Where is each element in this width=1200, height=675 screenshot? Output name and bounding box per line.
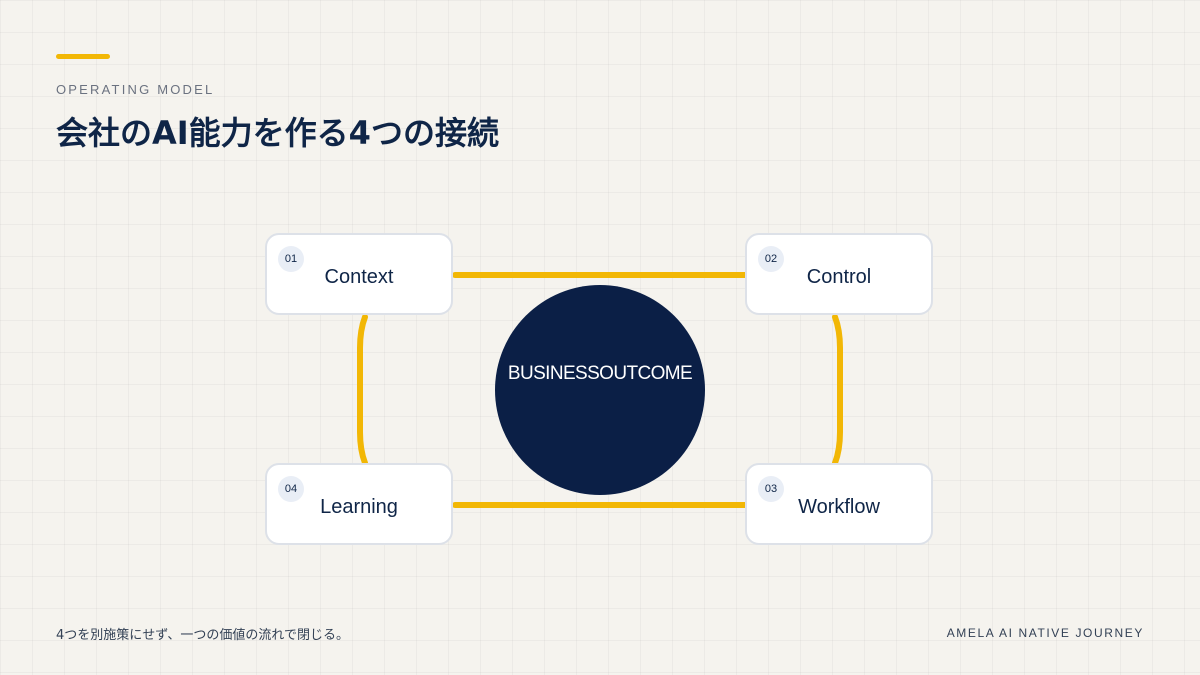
node-label: Context xyxy=(324,266,394,288)
node-label: Workflow xyxy=(798,496,880,518)
center-circle: BUSINESSOUTCOME xyxy=(495,285,705,495)
node-number-badge: 03 xyxy=(758,476,784,502)
node-control: 02 Control xyxy=(745,233,933,315)
node-context: 01 Context xyxy=(265,233,453,315)
center-label: BUSINESSOUTCOME xyxy=(507,363,693,384)
node-number-badge: 01 xyxy=(278,246,304,272)
connector-control-workflow xyxy=(832,314,843,466)
node-learning: 04 Learning xyxy=(265,463,453,545)
page-title: 会社のAI能力を作る4つの接続 xyxy=(56,114,499,152)
footer-note: 4つを別施策にせず、一つの価値の流れで閉じる。 xyxy=(56,628,349,643)
node-workflow: 03 Workflow xyxy=(745,463,933,545)
connector-context-learning xyxy=(357,314,368,466)
node-label: Control xyxy=(806,266,872,288)
accent-bar xyxy=(56,54,110,59)
node-number-badge: 02 xyxy=(758,246,784,272)
section-eyebrow: OPERATING MODEL xyxy=(56,82,215,97)
node-label: Learning xyxy=(320,496,398,518)
node-number-badge: 04 xyxy=(278,476,304,502)
footer-brand: AMELA AI NATIVE JOURNEY xyxy=(946,626,1144,640)
